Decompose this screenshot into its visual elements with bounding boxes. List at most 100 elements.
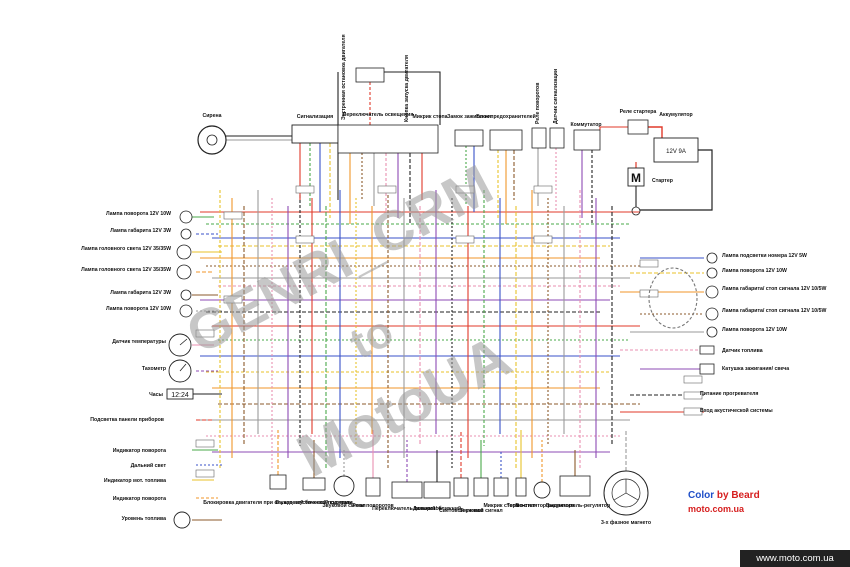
connector-block-8	[223, 295, 243, 304]
right-label-7: Питание прогревателя	[700, 391, 758, 397]
side-stand-switch-box	[269, 474, 287, 490]
bottom-label-5: Дальний/ ближний	[413, 505, 461, 512]
left-label-3: Лампа головного света 12V 35/35W	[81, 267, 171, 273]
left-label-1: Лампа габарита 12V 3W	[110, 227, 171, 234]
connector-block-16	[195, 469, 215, 478]
left-label-13: Индикатор поворота	[113, 496, 166, 502]
bottom-label-10: Вентилятор радиатора	[515, 503, 574, 509]
footer-url: www.moto.com.ua	[756, 553, 834, 564]
connector-block-2	[455, 185, 475, 194]
connector-block-12	[683, 391, 703, 400]
rear-connector-highlight	[648, 267, 698, 329]
top-label-12: Аккумулятор	[659, 112, 692, 118]
ignition-switch-box	[454, 129, 484, 147]
lamp-headlight-2	[176, 264, 192, 280]
right-label-8: Вход акустической системы	[700, 407, 773, 414]
right-label-6: Катушка зажигания/ свеча	[722, 366, 789, 372]
connector-block-14	[195, 329, 215, 338]
right-label-1: Лампа поворота 12V 10W	[722, 268, 787, 274]
wire-69	[384, 71, 441, 125]
lamp-tail-2	[705, 307, 719, 321]
brand-rest: by Beard	[714, 490, 760, 501]
lamp-headlight-1	[176, 244, 192, 260]
fuel-level-gauge	[173, 511, 191, 529]
lamp-plate	[706, 252, 718, 264]
fuse-block-box	[489, 129, 523, 151]
brand-site: moto.com.ua	[688, 504, 745, 514]
top-label-3: Переключатель освещения	[343, 112, 414, 118]
top-label-11: Реле стартера	[620, 109, 657, 115]
connector-block-7	[223, 211, 243, 220]
radiator-fan-icon	[533, 481, 551, 499]
wire-72	[640, 149, 713, 211]
siren-icon	[197, 125, 227, 155]
lamp-turn-rear-left	[706, 267, 718, 279]
top-label-13: Стартер	[652, 178, 673, 184]
clock-display: 12:24	[171, 392, 189, 399]
top-label-0: Сирена	[202, 113, 221, 119]
left-label-9: Подсветка панели приборов	[90, 416, 164, 423]
connector-block-3	[533, 185, 553, 194]
audio-output-box	[302, 477, 326, 491]
connector-block-13	[683, 407, 703, 416]
connector-block-0	[295, 185, 315, 194]
connector-block-9	[639, 259, 659, 268]
thermostat-box	[515, 477, 527, 497]
top-label-6: Замок зажигания	[447, 114, 491, 120]
bottom-label-1: Выход акустической системы	[275, 499, 353, 506]
bottom-label-6: Световой сигнал	[439, 507, 483, 514]
connector-block-15	[195, 439, 215, 448]
lamp-position-front-right	[180, 289, 192, 301]
labels-layer: Лампа поворота 12V 10W Лампа габарита 12…	[81, 34, 826, 526]
bottom-label-2: Звуковой сигнал	[322, 502, 365, 509]
connector-block-5	[455, 235, 475, 244]
left-label-11: Дальний свет	[131, 462, 167, 469]
motor-letter: M	[631, 171, 641, 185]
left-label-0: Лампа поворота 12V 10W	[106, 211, 171, 217]
connector-block-4	[295, 235, 315, 244]
bottom-label-8: Микрик стопа	[483, 503, 518, 509]
battery-label: 12V 9A	[666, 149, 686, 155]
left-label-2: Лампа головного света 12V 35/35W	[81, 246, 171, 252]
wires-layer	[192, 71, 713, 521]
connector-block-1	[377, 185, 397, 194]
top-label-1: Сигнализация	[297, 114, 333, 120]
wire-75	[599, 126, 628, 130]
regulator-box	[559, 475, 591, 497]
bottom-label-7: Звуковой сигнал	[459, 507, 502, 514]
left-label-4: Лампа габарита 12V 3W	[110, 289, 171, 296]
brake-switch-bottom-box	[493, 477, 509, 497]
cdi-box	[573, 129, 601, 151]
bottom-label-11: Выпрямитель-регулятор	[546, 503, 610, 509]
brand-line: Color by Beard	[688, 490, 760, 501]
left-label-12: Индикатор мот. топлива	[104, 478, 166, 484]
bottom-label-12: 3-х фазное магнето	[601, 519, 651, 526]
connector-block-6	[533, 235, 553, 244]
siren-center	[206, 134, 218, 146]
left-label-14: Уровень топлива	[122, 516, 167, 522]
watermark-line-1: GENRI_CRM	[176, 152, 502, 365]
top-label-2: Экстренная остановка двигателя	[341, 34, 347, 120]
left-label-7: Тахометр	[142, 366, 166, 372]
bottom-label-4: Переключатель поворотов	[372, 506, 442, 512]
top-label-8: Реле поворотов	[535, 83, 541, 124]
lamp-turn-front-left	[179, 210, 193, 224]
right-label-5: Датчик топлива	[722, 348, 763, 354]
top-relay-box	[355, 67, 385, 83]
right-label-2: Лампа габарита/ стоп сигнала 12V 10/5W	[722, 285, 826, 292]
right-label-4: Лампа поворота 12V 10W	[722, 327, 787, 333]
alarm-sensor-box	[549, 127, 565, 149]
top-label-4: Кнопка запуска двигателя	[404, 55, 410, 122]
switch-block-box	[337, 124, 439, 154]
turn-relay-box	[531, 127, 547, 149]
clock-display-box	[166, 388, 194, 400]
connector-block-11	[683, 375, 703, 384]
temperature-gauge-needle	[179, 338, 188, 346]
top-label-10: Коммутатор	[570, 122, 601, 128]
beam-switch-box	[423, 481, 451, 499]
brand-color-word: Color	[688, 490, 714, 501]
starter-relay-box	[627, 119, 649, 135]
ignition-coil-box	[699, 363, 715, 375]
footer-url-bar: www.moto.com.ua	[740, 550, 850, 567]
